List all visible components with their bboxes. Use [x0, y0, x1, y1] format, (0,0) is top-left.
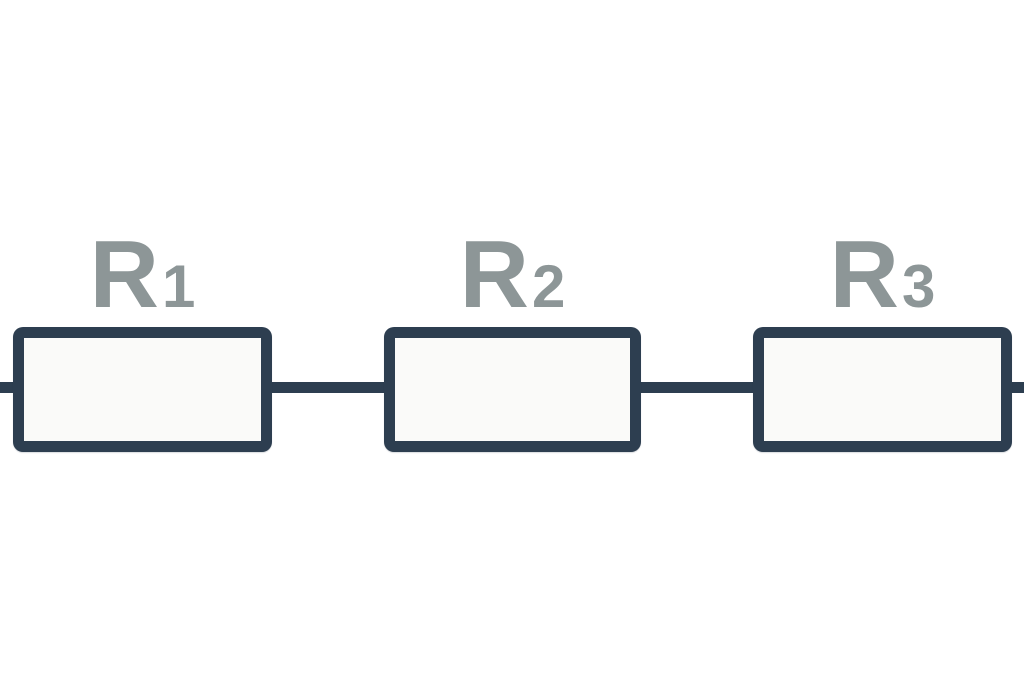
resistor-r3: R3 — [753, 227, 1012, 452]
resistor-r2: R2 — [384, 227, 641, 452]
resistor-r2-label-subscript: 2 — [531, 253, 566, 320]
resistor-r2-body — [384, 327, 641, 452]
resistor-r1-label-subscript: 1 — [161, 253, 196, 320]
resistor-r1-label-base: R — [89, 221, 159, 328]
resistor-r2-label: R2 — [460, 227, 566, 323]
resistor-r3-label: R3 — [830, 227, 936, 323]
resistor-r3-label-subscript: 3 — [901, 253, 936, 320]
resistor-r1-label: R1 — [90, 227, 196, 323]
resistor-r3-label-base: R — [829, 221, 899, 328]
resistor-r1: R1 — [13, 227, 272, 452]
resistor-r2-label-base: R — [459, 221, 529, 328]
resistor-r3-body — [753, 327, 1012, 452]
resistor-r1-body — [13, 327, 272, 452]
